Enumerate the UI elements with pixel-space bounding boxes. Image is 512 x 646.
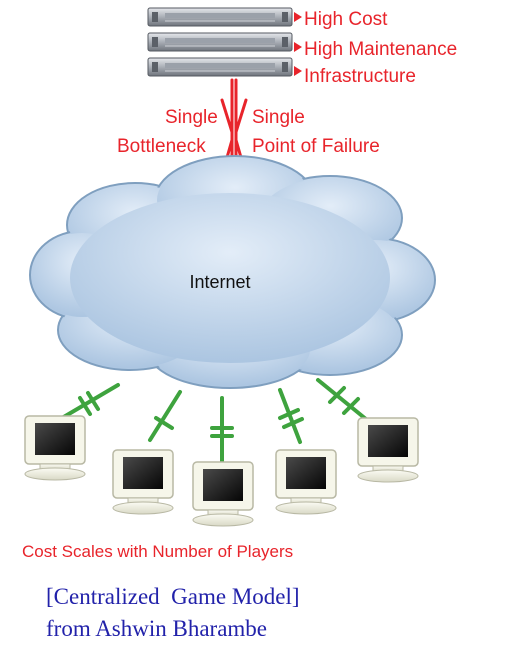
internet-label: Internet xyxy=(189,272,250,292)
server-unit-1 xyxy=(147,7,293,27)
player-computer-5 xyxy=(357,417,419,483)
server-label-high-cost: High Cost xyxy=(304,9,388,30)
server-label-high-maintenance: High Maintenance xyxy=(304,39,457,60)
player-computer-2 xyxy=(112,449,174,515)
internet-cloud xyxy=(29,155,436,389)
connection-2 xyxy=(148,390,182,442)
server-unit-3 xyxy=(147,57,293,77)
player-computer-1 xyxy=(24,415,86,481)
player-computer-4 xyxy=(275,449,337,515)
connection-1 xyxy=(60,383,120,420)
failure-label-line-2: Point of Failure xyxy=(252,136,380,157)
player-connections xyxy=(60,378,374,464)
player-computer-3 xyxy=(192,461,254,527)
bottleneck-label-line-2: Bottleneck xyxy=(117,136,206,157)
connection-5 xyxy=(316,378,374,426)
failure-label-line-1: Single xyxy=(252,107,305,128)
server-label-pointers xyxy=(294,12,302,76)
server-label-infrastructure: Infrastructure xyxy=(304,66,416,87)
bottleneck-label-line-1: Single xyxy=(165,107,218,128)
author-credit: from Ashwin Bharambe xyxy=(46,616,267,641)
server-rack xyxy=(147,7,293,77)
diagram-title-caption: [Centralized Game Model] xyxy=(46,584,300,609)
connection-3 xyxy=(210,396,234,464)
server-unit-2 xyxy=(147,32,293,52)
connection-4 xyxy=(278,388,304,444)
cost-scaling-caption: Cost Scales with Number of Players xyxy=(22,542,293,561)
